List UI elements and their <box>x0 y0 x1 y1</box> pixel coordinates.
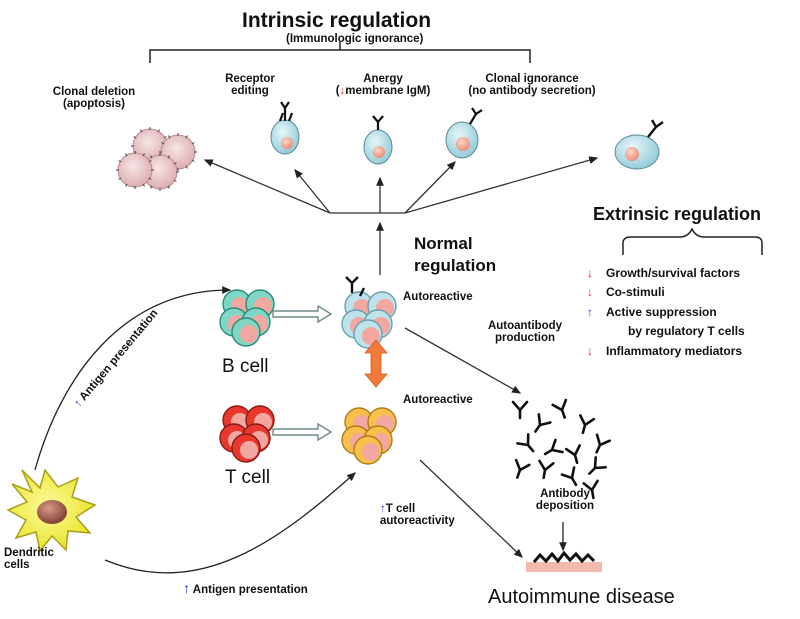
autoreactive-b-cluster <box>341 291 397 349</box>
autoreactive-t-nucleus <box>362 443 380 461</box>
antibody <box>543 438 564 456</box>
down-arrow-icon: ↓ <box>587 285 593 299</box>
autoreactive-b-label: Autoreactive <box>403 291 473 303</box>
clonal-ignorance-cell <box>445 107 483 159</box>
intrinsic-arrows <box>203 156 599 275</box>
clonal-deletion-label: Clonal deletion(apoptosis) <box>52 86 136 110</box>
receptor-editing-cell <box>270 101 300 155</box>
antibody <box>514 458 531 479</box>
up-arrow-icon: ↑ <box>587 305 593 319</box>
antibodies <box>511 398 612 500</box>
autoimmune-disease-label: Autoimmune disease <box>488 586 675 608</box>
antibody <box>538 459 555 480</box>
apoptotic-body <box>117 152 153 188</box>
antibody <box>511 400 529 420</box>
bt-interaction-arrow <box>364 339 388 388</box>
b-cell-cluster <box>219 289 275 347</box>
up-arrow-icon: ↑ <box>380 503 386 515</box>
antibody <box>579 414 596 435</box>
antigen-presentation-upper-arrow <box>34 286 232 471</box>
t-cell-label: T cell <box>225 467 271 488</box>
autoreactive-t-label: Autoreactive <box>403 394 473 406</box>
antibody <box>564 444 581 465</box>
b-nucleus <box>240 325 258 343</box>
intrinsic-bracket <box>149 42 531 63</box>
activation-arrows <box>272 304 333 442</box>
autoantibody-arrow <box>404 327 522 394</box>
extrinsic-item-0: ↓Growth/survival factors <box>587 266 741 280</box>
antibody <box>582 479 599 500</box>
extrinsic-item-3: by regulatory T cells <box>628 324 745 338</box>
autoreactive-b-receptor <box>345 276 366 297</box>
t-cell-cluster <box>219 405 275 463</box>
extrinsic-title: Extrinsic regulation <box>593 204 762 224</box>
antibody <box>595 433 612 454</box>
t-autoreactivity-label: ↑T cell autoreactivity <box>380 503 455 527</box>
antibody-deposit <box>526 550 602 572</box>
anergy-label: Anergy (↓membrane IgM) <box>335 73 431 97</box>
antibody <box>516 433 535 453</box>
down-arrow-icon: ↓ <box>587 344 593 358</box>
anergy-cell <box>363 115 393 165</box>
extrinsic-item-2: ↑Active suppression <box>587 305 717 319</box>
antibody <box>534 413 552 433</box>
apoptotic-cells <box>116 127 197 191</box>
antibody <box>560 466 578 487</box>
extrinsic-brace <box>622 227 763 255</box>
t-autoreactivity-arrow <box>419 459 523 558</box>
extrinsic-item-4: ↓Inflammatory mediators <box>587 344 743 358</box>
dendritic-cell <box>6 468 97 553</box>
antibody <box>588 456 607 475</box>
down-arrow-icon: ↓ <box>587 266 593 280</box>
t-nucleus <box>240 441 258 459</box>
clonal-ignorance-label: Clonal ignorance(no antibody secretion) <box>468 73 596 97</box>
b-cell-label: B cell <box>222 356 269 377</box>
intrinsic-title: Intrinsic regulation <box>242 9 432 32</box>
antibody <box>551 398 568 419</box>
up-arrow-icon: ↑ <box>183 580 190 596</box>
down-arrow-icon: ↓ <box>339 85 346 97</box>
autoreactive-t-cluster <box>341 407 397 465</box>
ignored-b-cell <box>614 119 664 170</box>
antigen-presentation-lower-arrow <box>104 472 356 574</box>
extrinsic-item-1: ↓Co-stimuli <box>587 285 665 299</box>
antigen-presentation-lower-label: ↑ Antigen presentation <box>183 580 308 596</box>
intrinsic-subtitle: (Immunologic ignorance) <box>286 33 424 45</box>
